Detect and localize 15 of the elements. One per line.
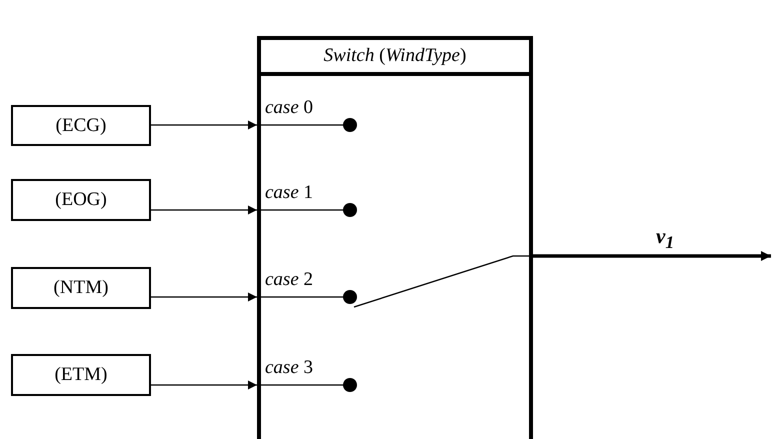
case-label: case 1 [265,182,314,204]
input-box: (ECG) [11,105,151,146]
case-label: case 0 [265,97,314,119]
case-label: case 3 [265,357,314,379]
switch-block [257,36,533,439]
arrow [151,380,257,390]
arrow [151,292,257,302]
arrow [151,206,257,214]
input-box: (ETM) [11,354,151,396]
arrow [533,251,771,261]
block-heading: Switch (WindType) [261,40,529,76]
arrow [151,120,257,130]
input-box: (NTM) [11,267,151,309]
input-box: (EOG) [11,179,151,221]
case-label: case 2 [265,269,314,291]
